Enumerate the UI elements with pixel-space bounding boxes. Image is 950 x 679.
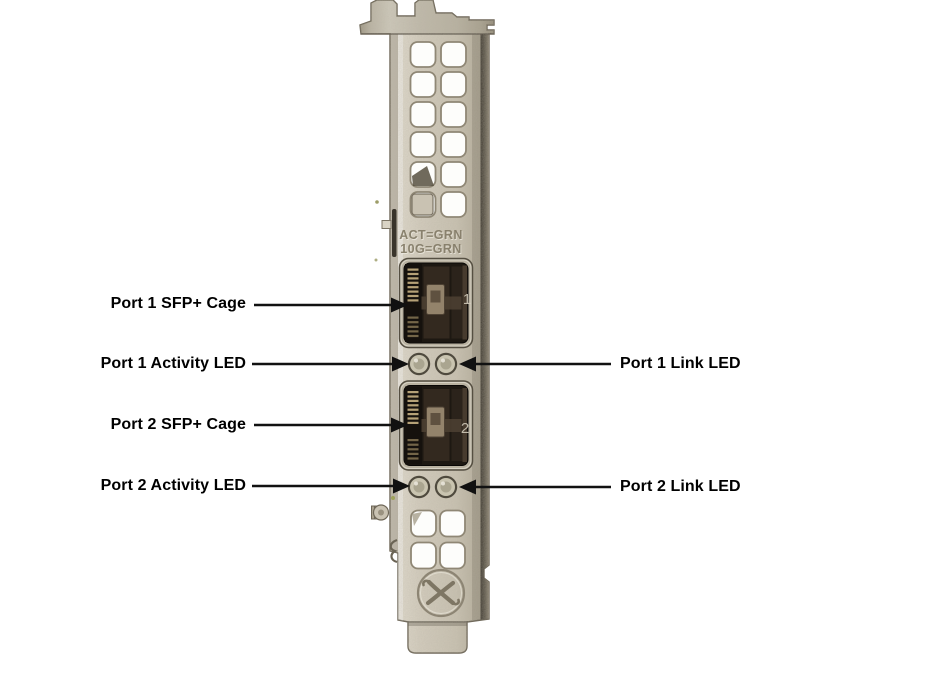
- callout-port2-sfp-cage: Port 2 SFP+ Cage: [110, 416, 246, 433]
- callout-port2-activity-led: Port 2 Activity LED: [100, 477, 246, 494]
- port1-sfp-cage: [398, 257, 474, 349]
- callout-port1-sfp-cage: Port 1 SFP+ Cage: [110, 295, 246, 312]
- svg-text:ACT=GRN: ACT=GRN: [400, 229, 464, 243]
- port2-link-led: [434, 475, 458, 499]
- svg-text:10G=GRN: 10G=GRN: [400, 242, 462, 256]
- pci-bracket: ACT=GRN ACT=GRN 10G=GRN 10G=GRN 1 2: [359, 0, 495, 654]
- svg-text:10G=GRN: 10G=GRN: [401, 243, 463, 257]
- left-edge-hardware: [371, 200, 398, 564]
- bent-corner-in-hole: [412, 512, 422, 526]
- callout-port1-link-led: Port 1 Link LED: [620, 355, 741, 372]
- brand-x-logo-icon: [416, 568, 466, 618]
- tab-seen-through-hole: [411, 193, 434, 216]
- port1-number-engraving: 1: [463, 291, 471, 308]
- port1-activity-led: [407, 352, 431, 376]
- callout-port1-activity-led: Port 1 Activity LED: [100, 355, 246, 372]
- svg-text:ACT=GRN: ACT=GRN: [399, 228, 463, 242]
- port2-activity-led: [407, 475, 431, 499]
- port2-number-engraving: 2: [461, 420, 469, 437]
- latch-seen-through-hole: [412, 166, 434, 186]
- led-legend-engraving: ACT=GRN ACT=GRN 10G=GRN 10G=GRN: [399, 228, 463, 257]
- callout-port2-link-led: Port 2 Link LED: [620, 478, 741, 495]
- vent-holes-lower: [410, 509, 466, 570]
- port1-link-led: [434, 352, 458, 376]
- callout-lines: [252, 297, 611, 495]
- vent-holes-upper: [409, 41, 467, 218]
